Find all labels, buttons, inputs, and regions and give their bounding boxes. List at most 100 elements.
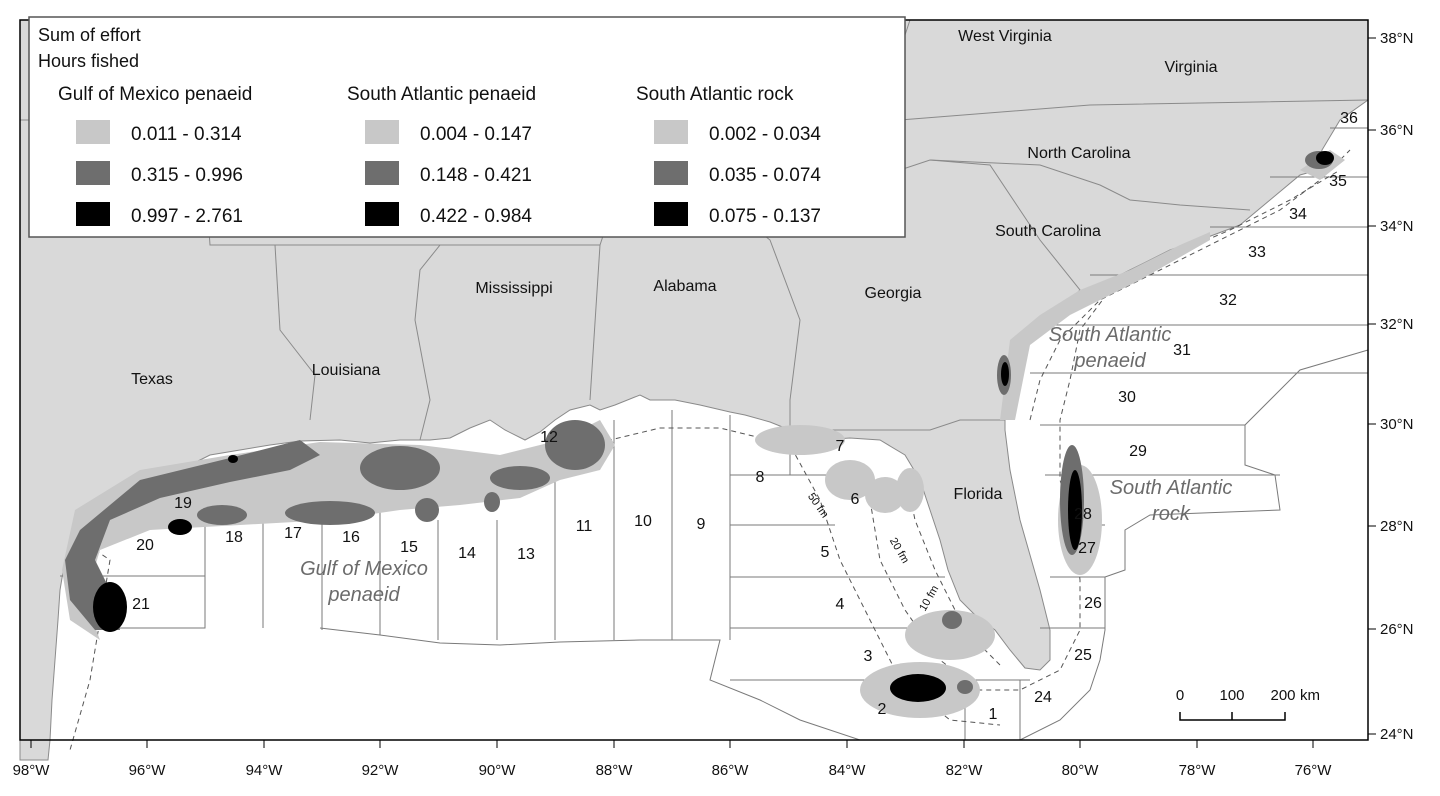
scale-bar: 0 100 200 km	[1176, 687, 1320, 721]
legend-swatch-dark	[76, 202, 110, 226]
zone-label: 2	[878, 701, 887, 718]
zone-label: 5	[821, 544, 830, 561]
zone-label: 25	[1074, 647, 1092, 664]
scale-label: 0	[1176, 687, 1184, 704]
lon-tick: 92°W	[362, 762, 400, 779]
state-label: Virginia	[1164, 59, 1217, 76]
zone-label: 34	[1289, 206, 1307, 223]
legend-class: 0.148 - 0.421	[420, 165, 532, 186]
zone-label: 29	[1129, 443, 1147, 460]
legend-class: 0.997 - 2.761	[131, 206, 243, 227]
zone-label: 20	[136, 537, 154, 554]
zone-label: 27	[1078, 540, 1096, 557]
lon-tick: 94°W	[246, 762, 284, 779]
zone-label: 16	[342, 529, 360, 546]
zone-label: 8	[756, 469, 765, 486]
lon-tick: 90°W	[479, 762, 517, 779]
zone-label: 1	[989, 706, 998, 723]
scale-label: 100	[1219, 687, 1244, 704]
legend-class: 0.075 - 0.137	[709, 206, 821, 227]
lat-tick: 24°N	[1380, 726, 1414, 743]
lon-tick: 80°W	[1062, 762, 1100, 779]
zone-labels: 1 2 3 4 5 6 7 8 9 10 11 12 13 14 15 16 1…	[132, 110, 1358, 723]
legend-title: Sum of effort	[38, 25, 141, 45]
zone-label: 24	[1034, 689, 1052, 706]
state-label: Alabama	[653, 278, 716, 295]
zone-label: 30	[1118, 389, 1136, 406]
state-label: South Carolina	[995, 223, 1101, 240]
lon-tick: 86°W	[712, 762, 750, 779]
state-label: Mississippi	[475, 280, 552, 297]
latitude-axis: 38°N 36°N 34°N 32°N 30°N 28°N 26°N 24°N	[1380, 30, 1414, 743]
zone-label: 9	[697, 516, 706, 533]
zone-label: 3	[864, 648, 873, 665]
zone-label: 13	[517, 546, 535, 563]
depth-contours	[69, 149, 1351, 751]
zone-label: 17	[284, 525, 302, 542]
state-label: Texas	[131, 371, 173, 388]
lat-tick: 34°N	[1380, 218, 1414, 235]
state-label: West Virginia	[958, 28, 1052, 45]
zone-label: 4	[836, 596, 845, 613]
legend-swatch-medium	[365, 161, 399, 185]
fishery-label-sa-penaeid: South Atlantic	[1049, 324, 1172, 346]
lon-tick: 84°W	[829, 762, 867, 779]
fishery-label-sa-rock: rock	[1152, 503, 1191, 525]
fishery-label-gom-penaeid: Gulf of Mexico	[300, 558, 428, 580]
zone-label: 11	[576, 518, 593, 535]
legend-swatch-medium	[654, 161, 688, 185]
zone-label: 33	[1248, 244, 1266, 261]
zone-label: 12	[540, 429, 558, 446]
scale-label: 200	[1270, 687, 1295, 704]
legend-swatch-dark	[654, 202, 688, 226]
lat-tick: 38°N	[1380, 30, 1414, 47]
zone-label: 28	[1074, 506, 1092, 523]
legend-class: 0.315 - 0.996	[131, 165, 243, 186]
lat-tick: 36°N	[1380, 122, 1414, 139]
lon-tick: 88°W	[596, 762, 634, 779]
zone-label: 15	[400, 539, 418, 556]
legend-heading: Gulf of Mexico penaeid	[58, 84, 252, 105]
effort-dark	[93, 151, 1334, 702]
zone-label: 26	[1084, 595, 1102, 612]
legend-class: 0.422 - 0.984	[420, 206, 532, 227]
legend-class: 0.002 - 0.034	[709, 124, 821, 145]
zone-label: 36	[1340, 110, 1358, 127]
zone-label: 14	[458, 545, 476, 562]
lat-tick: 32°N	[1380, 316, 1414, 333]
legend-swatch-light	[654, 120, 688, 144]
state-label: Florida	[954, 486, 1003, 503]
lon-tick: 78°W	[1179, 762, 1217, 779]
legend-swatch-light	[365, 120, 399, 144]
fishery-label-sa-rock: South Atlantic	[1110, 477, 1233, 499]
zone-label: 18	[225, 529, 243, 546]
lat-tick: 30°N	[1380, 416, 1414, 433]
state-label: Georgia	[865, 285, 922, 302]
fishery-labels: South Atlantic penaeid South Atlantic ro…	[300, 324, 1232, 606]
scale-unit: km	[1300, 687, 1320, 704]
zone-label: 31	[1173, 342, 1191, 359]
legend: Sum of effort Hours fished Gulf of Mexic…	[28, 16, 906, 238]
lat-tick: 26°N	[1380, 621, 1414, 638]
zone-label: 35	[1329, 173, 1347, 190]
zone-label: 32	[1219, 292, 1237, 309]
state-label: North Carolina	[1027, 145, 1130, 162]
fishery-label-gom-penaeid: penaeid	[327, 584, 400, 606]
legend-swatch-light	[76, 120, 110, 144]
fishery-label-sa-penaeid: penaeid	[1073, 350, 1146, 372]
lon-tick: 96°W	[129, 762, 167, 779]
state-labels: West Virginia Virginia North Carolina So…	[131, 28, 1218, 503]
legend-heading: South Atlantic penaeid	[347, 84, 536, 105]
lon-tick: 98°W	[13, 762, 51, 779]
lat-tick: 28°N	[1380, 518, 1414, 535]
longitude-axis: 98°W 96°W 94°W 92°W 90°W 88°W 86°W 84°W …	[13, 762, 1333, 779]
zone-label: 6	[851, 491, 860, 508]
legend-class: 0.035 - 0.074	[709, 165, 821, 186]
legend-box	[28, 16, 906, 238]
lon-tick: 76°W	[1295, 762, 1333, 779]
zone-label: 19	[174, 495, 192, 512]
zone-label: 21	[132, 596, 150, 613]
legend-swatch-medium	[76, 161, 110, 185]
